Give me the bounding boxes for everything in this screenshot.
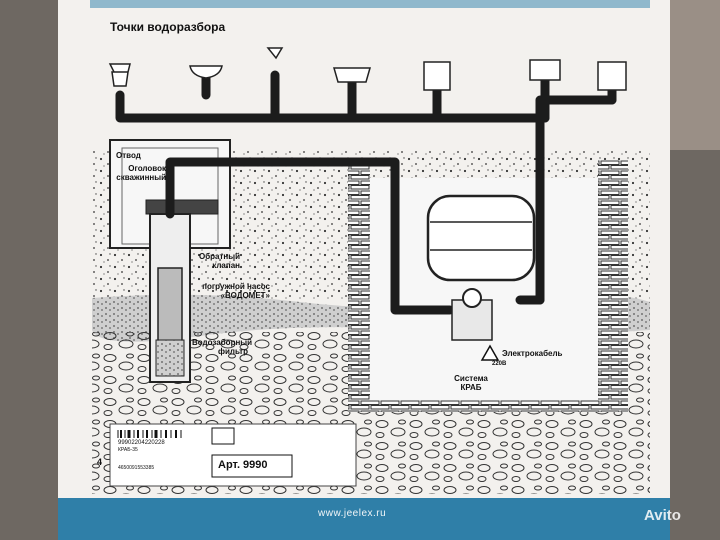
label-otvod: Отвод [116, 151, 141, 160]
kitchen-sink-icon [530, 60, 560, 80]
lower-code: 4650091553385 [118, 465, 154, 471]
barcode-number: 99902204220228 [118, 440, 165, 446]
house-wall-left [348, 160, 370, 412]
dishwasher-icon [598, 62, 626, 90]
label-sistema: Система КРАБ [452, 374, 490, 392]
page-title: Точки водоразбора [110, 20, 225, 34]
bathtub-icon [334, 68, 370, 82]
avito-watermark: Avito [644, 507, 681, 524]
label-voltage: 220В [492, 361, 506, 367]
box-blue-strip [58, 498, 670, 540]
eac-mark-icon [212, 428, 234, 444]
page-number: 4 [97, 457, 102, 467]
label-ogolovok: Оголовок скважинный [96, 164, 166, 182]
toilet-icon [110, 64, 130, 86]
box-top-edge [90, 0, 650, 8]
article-number: Арт. 9990 [218, 459, 268, 471]
product-code: КРАБ-35 [118, 447, 138, 453]
house-wall-right [598, 160, 628, 412]
water-filter [156, 340, 184, 376]
house-floor [348, 400, 628, 412]
label-filtr: Водозаборный фильтр [192, 338, 248, 356]
well-head [146, 200, 218, 214]
label-klapan: Обратный клапан [180, 252, 240, 270]
website-url: www.jeelex.ru [318, 508, 386, 519]
label-nasos: погружной насос «ВОДОМЕТ» [200, 282, 270, 300]
label-elektrokabel: Электрокабель [502, 349, 562, 358]
washing-machine-icon [424, 62, 450, 90]
